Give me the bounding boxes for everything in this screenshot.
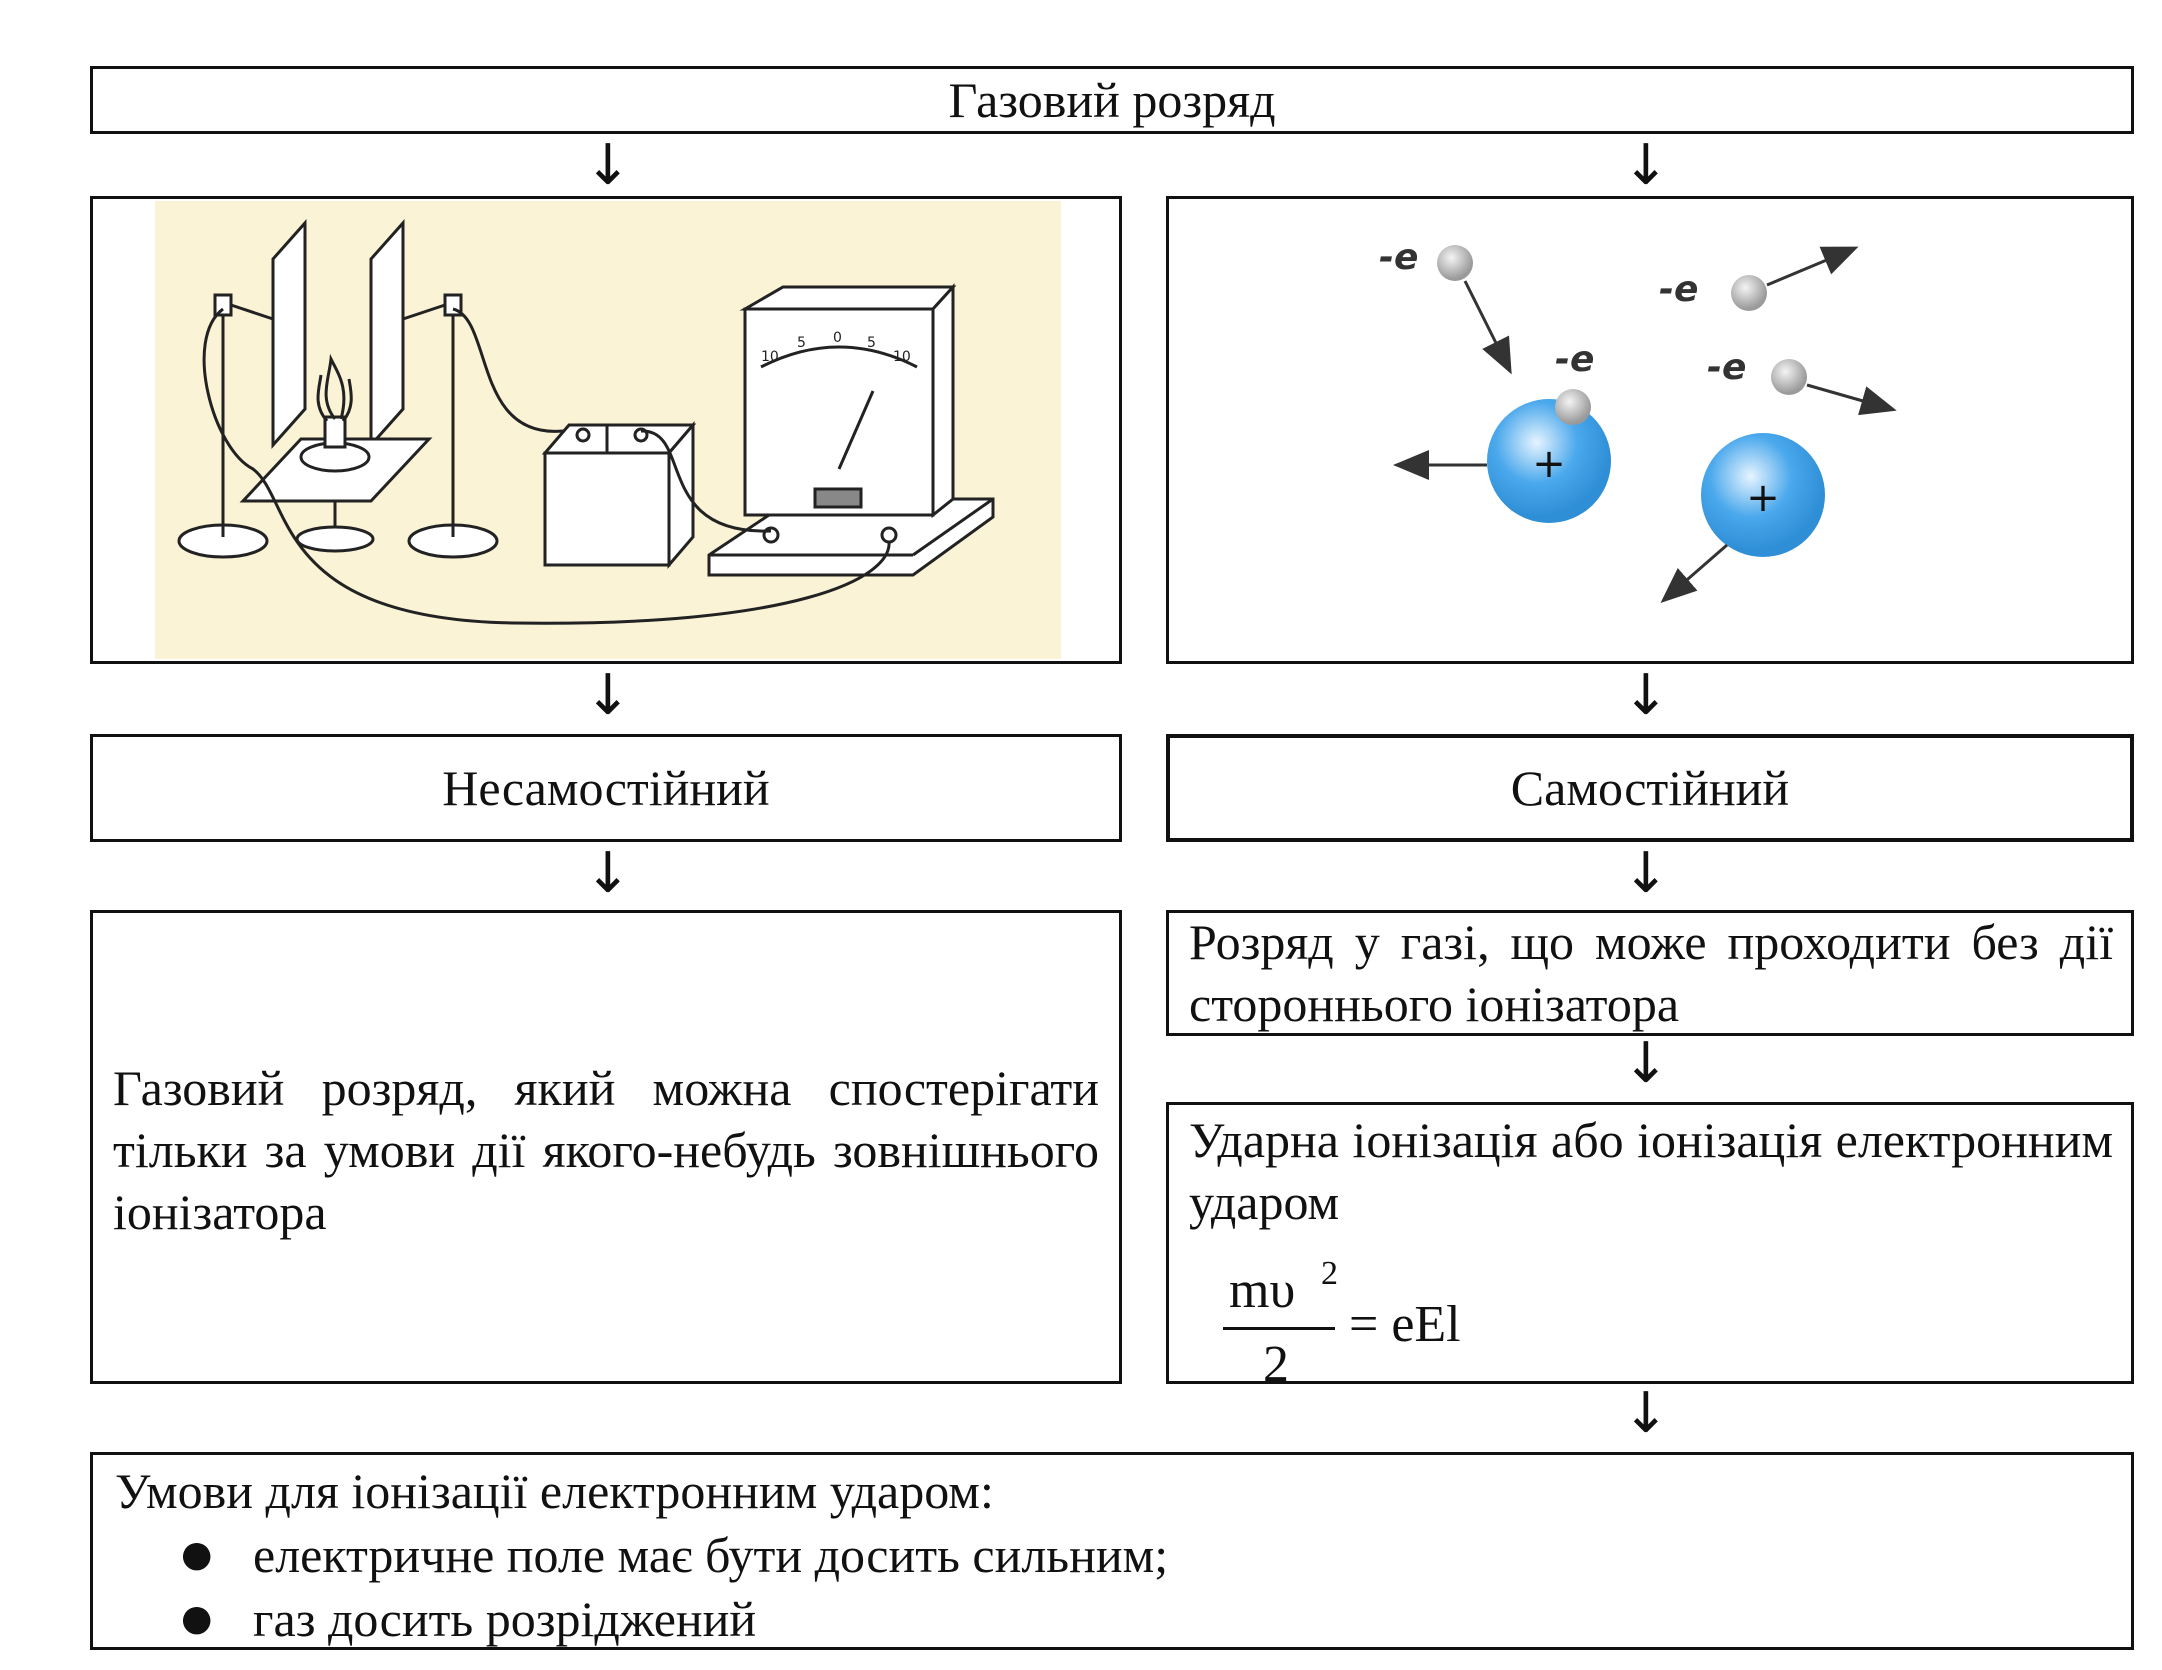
ion-right-plus: + bbox=[1746, 475, 1780, 521]
condition-item: ● електричне поле має бути досить сильни… bbox=[93, 1523, 2131, 1587]
diagram-title: Газовий розряд bbox=[948, 72, 1276, 128]
formula-numerator: mυ bbox=[1229, 1262, 1296, 1319]
impact-ionization-box: Ударна іонізація або іонізація електронн… bbox=[1166, 1102, 2134, 1393]
electron-1-arrow bbox=[1463, 280, 1512, 375]
non-self-sustained-heading: Несамостійний bbox=[442, 760, 770, 816]
non-self-sustained-description-box: Газовий розряд, який можна спостерігати … bbox=[90, 910, 1122, 1384]
impact-ionization-text: Ударна іонізація або іонізація електронн… bbox=[1189, 1112, 2113, 1230]
self-sustained-box: Самостійний bbox=[1166, 734, 2134, 842]
electron-3-label: -e bbox=[1659, 269, 1698, 310]
non-self-sustained-description: Газовий розряд, який можна спостерігати … bbox=[113, 1060, 1099, 1240]
formula-rhs: = eEl bbox=[1349, 1296, 1461, 1353]
electron-4 bbox=[1771, 359, 1807, 395]
self-sustained-definition: Розряд у газі, що може проходити без дії… bbox=[1189, 914, 2113, 1032]
ionization-illustration-box: + + -e -e -e -e bbox=[1166, 196, 2134, 664]
ion-right bbox=[1701, 433, 1825, 557]
meter-scale-0: 10 bbox=[761, 349, 779, 365]
electron-3-arrow bbox=[1766, 246, 1859, 287]
electron-1-label: -e bbox=[1379, 237, 1418, 278]
condition-text: електричне поле має бути досить сильним; bbox=[253, 1527, 1169, 1583]
kinetic-energy-formula: mυ 2 2 = eEl bbox=[1201, 1255, 1501, 1405]
arrow-down-left-1: ↓ bbox=[584, 133, 632, 198]
ion-right-arrow bbox=[1660, 543, 1728, 603]
arrow-down-right-4: ↓ bbox=[1622, 1031, 1670, 1096]
ion-left bbox=[1487, 399, 1611, 523]
meter-scale-1: 5 bbox=[797, 335, 806, 351]
bullet-icon: ● bbox=[181, 1534, 213, 1575]
formula-denominator: 2 bbox=[1263, 1336, 1289, 1393]
condition-item: ● газ досить розріджений bbox=[93, 1587, 2131, 1651]
arrow-down-right-5: ↓ bbox=[1622, 1381, 1670, 1446]
apparatus-illustration: 10 5 0 5 10 bbox=[155, 201, 1061, 659]
arrow-down-right-3: ↓ bbox=[1622, 841, 1670, 906]
electron-4-label: -e bbox=[1707, 347, 1746, 388]
condition-text: газ досить розріджений bbox=[253, 1591, 757, 1647]
arrow-down-left-3: ↓ bbox=[584, 841, 632, 906]
meter-scale-4: 10 bbox=[893, 349, 911, 365]
conditions-box: Умови для іонізації електронним ударом: … bbox=[90, 1452, 2134, 1650]
conditions-list: ● електричне поле має бути досить сильни… bbox=[93, 1523, 2131, 1651]
meter-scale-3: 5 bbox=[867, 335, 876, 351]
bullet-icon: ● bbox=[181, 1598, 213, 1639]
arrow-down-right-2: ↓ bbox=[1622, 663, 1670, 728]
apparatus-illustration-box: 10 5 0 5 10 bbox=[90, 196, 1122, 664]
electron-2 bbox=[1555, 389, 1591, 425]
electron-2-label: -e bbox=[1555, 339, 1594, 380]
electron-1 bbox=[1437, 245, 1473, 281]
non-self-sustained-box: Несамостійний bbox=[90, 734, 1122, 842]
electron-3 bbox=[1731, 275, 1767, 311]
ionization-illustration: + + -e -e -e -e bbox=[1379, 237, 1897, 603]
formula-fraction-bar bbox=[1223, 1327, 1335, 1330]
arrow-down-right-1: ↓ bbox=[1622, 133, 1670, 198]
conditions-title: Умови для іонізації електронним ударом: bbox=[115, 1463, 994, 1519]
electron-4-arrow bbox=[1806, 383, 1897, 416]
self-sustained-definition-box: Розряд у газі, що може проходити без дії… bbox=[1166, 910, 2134, 1036]
self-sustained-heading: Самостійний bbox=[1510, 760, 1790, 816]
ion-left-plus: + bbox=[1532, 441, 1566, 487]
meter-scale-2: 0 bbox=[833, 330, 842, 346]
formula-exponent: 2 bbox=[1321, 1255, 1338, 1292]
title-box: Газовий розряд bbox=[90, 66, 2134, 134]
arrow-down-left-2: ↓ bbox=[584, 663, 632, 728]
